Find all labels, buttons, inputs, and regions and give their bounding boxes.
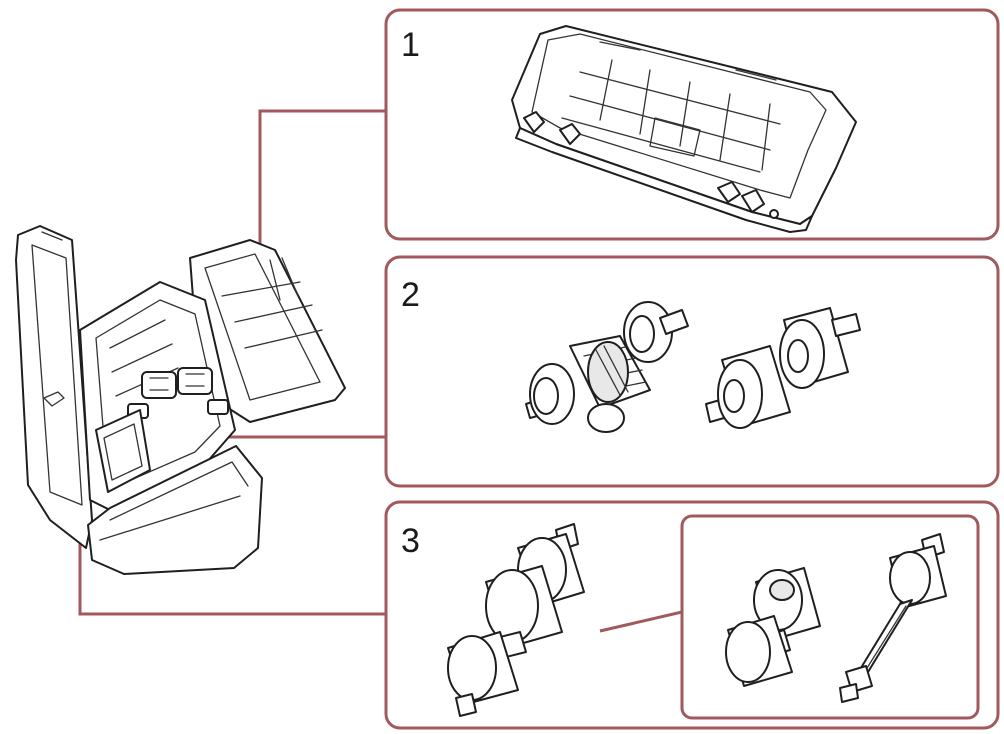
brake-roller-icon (525, 301, 689, 433)
callout-label-2: 2 (401, 276, 420, 314)
connector-line-1 (258, 109, 386, 265)
callout-label-3: 3 (401, 522, 420, 560)
callout-box-2 (384, 255, 1000, 488)
roller-shaft-icon (839, 533, 947, 703)
callout-label-1: 1 (401, 26, 420, 64)
pick-roller-icon (705, 307, 861, 429)
sheet-guide-icon (511, 25, 857, 233)
callout-boxes (384, 8, 1000, 730)
callout-box-1 (384, 8, 1000, 241)
callout-detail-box (680, 514, 980, 720)
feed-roller-icon (447, 523, 585, 717)
callout-box-3 (384, 500, 1000, 730)
scanner-open-icon (15, 225, 346, 575)
zoom-pointer-line (599, 610, 683, 633)
roller-assembly-icon (725, 567, 821, 687)
